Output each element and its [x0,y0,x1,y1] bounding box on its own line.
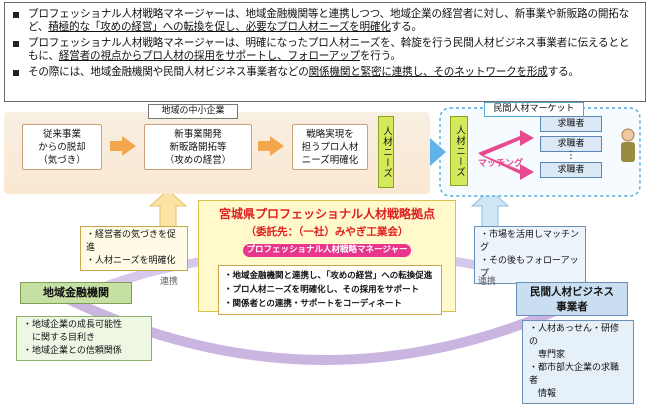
seeker-box: 求職者 [540,162,602,178]
box-new-business: 新事業開発 新販路開拓等 （攻めの経営） [144,124,252,170]
bullet-1: プロフェッショナル人材戦略マネージャーは、地域金融機関等と連携しつつ、地域企業の… [13,8,637,34]
seeker-box: 求職者 [540,116,602,132]
sme-needs-vertical: 人材ニーズ [378,116,394,188]
bullet-1-end: する。 [390,21,422,33]
market-needs-vertical: 人材ニーズ [450,116,468,186]
flow-arrow-icon [270,136,284,156]
left-role-note: ・経営者の気づきを促進 ・人材ニーズを明確化 [80,226,188,271]
finance-title: 地域金融機関 [20,282,132,304]
hub-tasks: ・地域金融機関と連携し、「攻めの経営」への転換促進 ・プロ人材ニーズを明確化し、… [218,265,442,315]
bullet-3: その際には、地域金融機関や民間人材ビジネス事業者などの関係機関と緊密に連携し、そ… [13,66,637,79]
flow-arrow-icon [122,136,136,156]
bullet-2-end: を行う。 [359,50,401,62]
bullet-3-end: する。 [547,66,579,78]
bullet-3-emphasis: 関係機関と緊密に連携し、そのネットワークを形成 [308,66,548,78]
bullet-square-icon [13,70,19,76]
seeker-box: 求職者 [540,136,602,152]
box-break-from-legacy: 従来事業 からの脱却 （気づき） [22,124,102,170]
bullet-2-text: プロフェッショナル人材戦略マネージャーは、明確になったプロ人材ニーズを、斡旋を行… [28,37,630,62]
hub-subtitle: （委託先：（一社）みやぎ工業会） [245,226,409,238]
bullet-2: プロフェッショナル人材戦略マネージャーは、明確になったプロ人材ニーズを、斡旋を行… [13,37,637,63]
bullet-square-icon [13,41,19,47]
bullet-square-icon [13,12,19,18]
market-label: 民間人材マーケット [484,102,584,117]
left-link-label: 連携 [160,277,179,287]
right-role-note: ・市場を活用しマッチング ・その後もフォローアップ [474,226,586,284]
business-notes: ・人材あっせん・研修の 専門家 ・都市部大企業の求職者 情報 [522,320,634,404]
person-icon [621,128,635,162]
bullet-3-text: その際には、地域金融機関や民間人材ビジネス事業者などの [28,66,309,78]
hub-title: 宮城県プロフェッショナル人材戦略拠点 [218,207,435,221]
bullet-2-emphasis: 経営者の視点からプロ人材の採用をサポートし、フォローアップ [58,50,360,62]
box-needs-clarify: 戦略実現を 担うプロ人材 ニーズ明確化 [292,124,368,170]
sme-label: 地域の中小企業 [148,104,238,119]
business-title: 民間人材ビジネス 事業者 [516,282,628,316]
hub-task: ・関係者との連携・サポートをコーディネート [224,299,402,309]
finance-notes: ・地域企業の成長可能性 に関する目利き ・地域企業との信頼関係 [16,316,152,361]
right-link-label: 連携 [478,277,497,287]
seeker-ellipsis: ⋮ [566,150,576,161]
manager-badge: プロフェッショナル人材戦略マネージャー [243,244,411,257]
hub-task: ・地域金融機関と連携し、「攻めの経営」への転換促進 [224,271,433,281]
matching-arrow-icon [478,130,534,156]
bullet-1-emphasis: 積極的な「攻めの経営」への転換を促し、必要なプロ人材ニーズを明確化 [48,21,391,33]
hub-task: ・プロ人材ニーズを明確化し、その採用をサポート [224,285,420,295]
summary-box: プロフェッショナル人材戦略マネージャーは、地域金融機関等と連携しつつ、地域企業の… [4,2,646,102]
bullet-1-text: プロフェッショナル人材戦略マネージャーは、地域金融機関等と連携しつつ、地域企業の… [28,8,630,33]
matching-label: マッチング [478,159,524,169]
